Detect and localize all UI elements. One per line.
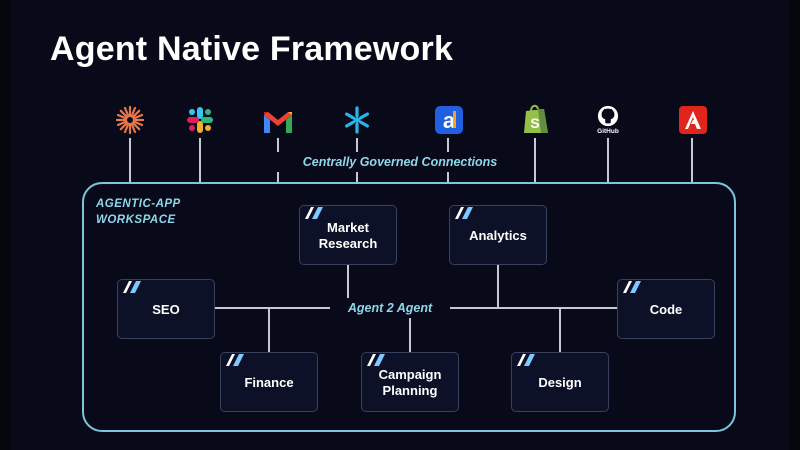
agent-market-research[interactable]: Market Research bbox=[299, 205, 397, 265]
agent-label: Analytics bbox=[469, 228, 527, 243]
agent-label: Campaign Planning bbox=[378, 367, 442, 398]
agent-logo-icon bbox=[226, 354, 244, 366]
agent-label: Design bbox=[538, 375, 582, 390]
workspace-label: AGENTIC-APP WORKSPACE bbox=[96, 196, 216, 228]
adobe-icon bbox=[677, 104, 709, 136]
svg-text:S: S bbox=[530, 115, 539, 131]
agent-to-agent-label: Agent 2 Agent bbox=[330, 298, 450, 318]
agent-label: Market Research bbox=[318, 220, 378, 251]
shopify-bag-icon: S bbox=[520, 103, 552, 135]
governance-label: Centrally Governed Connections bbox=[270, 152, 530, 172]
svg-text:a: a bbox=[443, 108, 456, 133]
agent-analytics[interactable]: Analytics bbox=[449, 205, 547, 265]
workspace-label-line2: WORKSPACE bbox=[96, 214, 176, 226]
gmail-icon bbox=[262, 106, 294, 138]
github-caption: GitHub bbox=[597, 127, 619, 135]
agent-logo-icon bbox=[367, 354, 385, 366]
agentic-workspace-frame bbox=[82, 182, 736, 432]
agent-logo-icon bbox=[305, 207, 323, 219]
github-icon: GitHub bbox=[592, 102, 624, 138]
agent-code[interactable]: Code bbox=[617, 279, 715, 339]
agent-logo-icon bbox=[623, 281, 641, 293]
workspace-label-line1: AGENTIC-APP bbox=[96, 198, 181, 210]
agent-logo-icon bbox=[455, 207, 473, 219]
agent-label: Finance bbox=[244, 375, 294, 390]
agent-design[interactable]: Design bbox=[511, 352, 609, 412]
snowflake-icon bbox=[341, 104, 373, 136]
agent-logo-icon bbox=[123, 281, 141, 293]
agent-label: SEO bbox=[152, 302, 180, 317]
agent-label: Code bbox=[649, 302, 683, 317]
a-square-icon: a bbox=[433, 104, 465, 136]
agent-logo-icon bbox=[517, 354, 535, 366]
agent-seo[interactable]: SEO bbox=[117, 279, 215, 339]
asterisk-burst-icon bbox=[114, 104, 146, 136]
agent-campaign-planning[interactable]: Campaign Planning bbox=[361, 352, 459, 412]
agent-finance[interactable]: Finance bbox=[220, 352, 318, 412]
slide-title: Agent Native Framework bbox=[50, 30, 454, 68]
slack-icon bbox=[184, 104, 216, 136]
